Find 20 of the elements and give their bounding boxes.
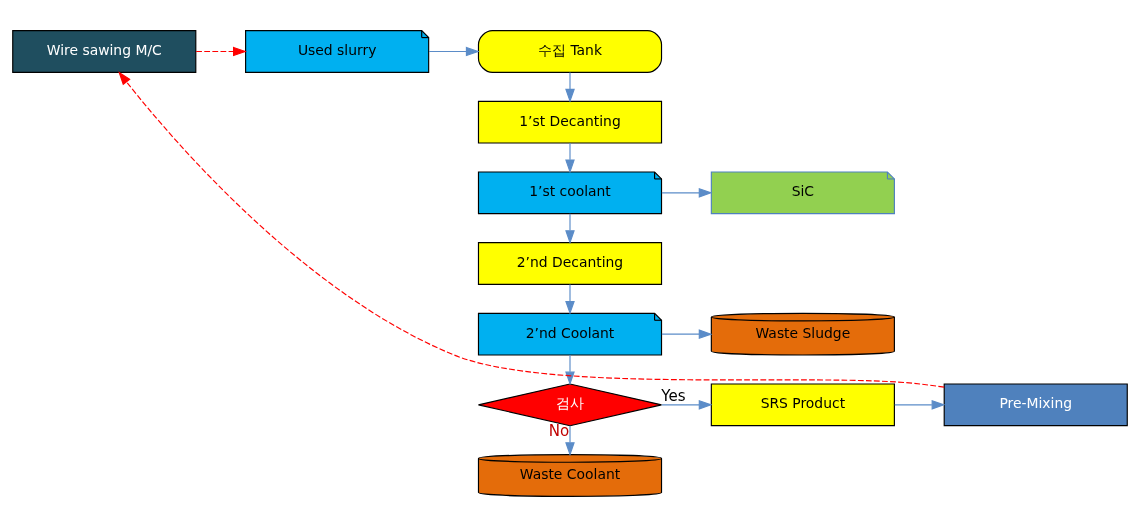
arrow [565,283,575,315]
arrow [565,212,575,244]
node-box: SRS Product [710,382,895,426]
arrow [565,142,575,173]
arrow [565,424,575,456]
node-box: 수집 Tank [477,29,663,73]
arrow [565,71,575,103]
node-box: Wire sawing M/C [12,29,197,73]
node-box: Pre-Mixing [943,382,1128,426]
arrow [661,187,713,198]
edge-label: Yes [661,386,686,405]
arrow [894,399,946,410]
node-box: 2’nd Decanting [477,241,663,285]
arrow [118,70,945,388]
arrow [195,46,247,56]
arrow [661,328,713,339]
arrow [661,399,713,410]
node-box: 1’st Decanting [477,100,663,144]
arrow [565,354,575,385]
arrow [428,46,480,56]
